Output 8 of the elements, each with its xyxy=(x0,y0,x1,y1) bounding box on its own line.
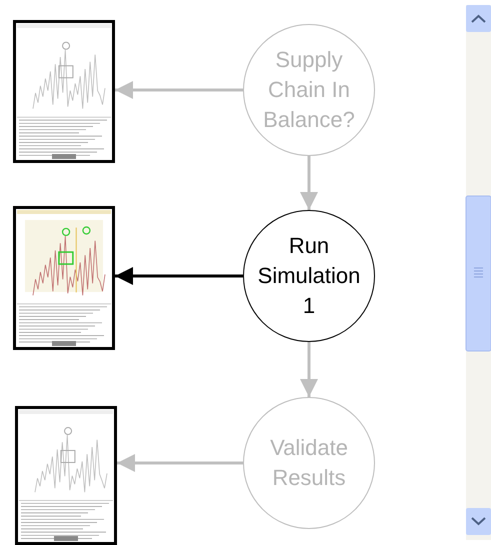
step-label: Run Simulation 1 xyxy=(256,232,362,320)
arrow xyxy=(117,454,243,472)
arrow xyxy=(115,81,243,99)
arrow xyxy=(300,342,318,397)
arrow xyxy=(300,156,318,210)
step-label: Validate Results xyxy=(269,434,349,492)
step-label: Supply Chain In Balance? xyxy=(262,46,356,134)
arrow xyxy=(115,267,243,285)
